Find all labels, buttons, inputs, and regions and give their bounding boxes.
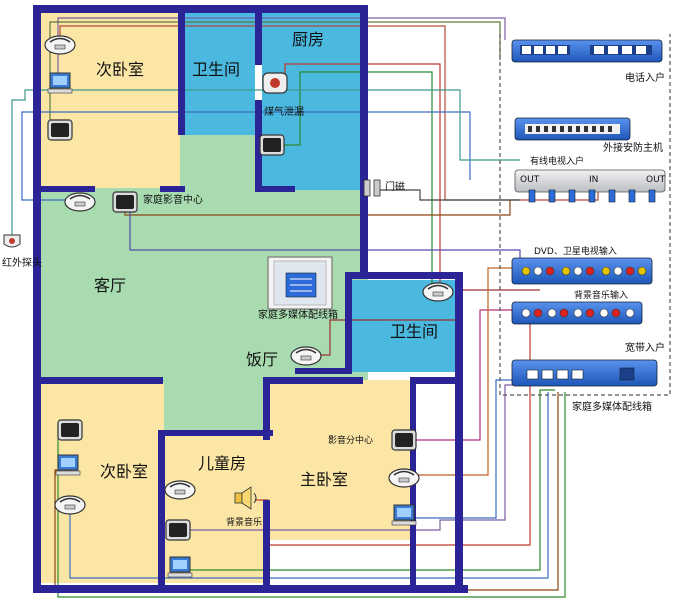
wall xyxy=(263,377,363,384)
wall xyxy=(33,585,468,593)
tv-icon xyxy=(47,119,73,141)
media-box-icon xyxy=(267,256,333,310)
security-module xyxy=(514,117,631,141)
bg-music-input-label: 背景音乐输入 xyxy=(574,291,629,301)
phone-icon xyxy=(422,282,454,302)
tv-icon xyxy=(112,191,138,213)
splitter-out-left-label: OUT xyxy=(520,175,540,185)
phone-module xyxy=(511,39,663,63)
room-label-bathroom-top: 卫生间 xyxy=(192,60,241,79)
gas-leak-label: 煤气泄漏 xyxy=(264,107,304,118)
splitter-out-right-label: OUT xyxy=(646,175,666,185)
master-floor xyxy=(268,380,410,540)
wall xyxy=(158,430,165,590)
wall xyxy=(360,5,368,275)
computer-icon xyxy=(47,72,73,94)
home-theater-label: 家庭影音中心 xyxy=(143,195,203,206)
phone-icon xyxy=(64,192,96,212)
infrared-label: 红外探头 xyxy=(2,258,42,269)
bedroom-bottom-floor xyxy=(38,383,164,583)
wire xyxy=(59,25,599,201)
kitchen-floor xyxy=(262,10,360,190)
security-host-label: 外接安防主机 xyxy=(603,143,663,154)
phone-icon xyxy=(388,468,420,488)
av-sub-center-label: 影音分中心 xyxy=(328,436,374,446)
tv-icon xyxy=(391,429,417,451)
wall xyxy=(33,5,41,585)
door-magnet-icon xyxy=(363,179,381,197)
wall xyxy=(255,5,262,65)
media-box-title: 家庭多媒体配线箱 xyxy=(572,402,652,413)
wire xyxy=(11,89,520,240)
wall xyxy=(33,377,163,384)
splitter-in-label: IN xyxy=(589,175,599,185)
computer-icon xyxy=(167,556,193,578)
computer-icon xyxy=(55,454,81,476)
room-label-master-bedroom: 主卧室 xyxy=(300,470,349,489)
wall xyxy=(345,272,352,372)
wire xyxy=(21,111,471,201)
infrared-sensor-icon xyxy=(3,234,21,248)
bg-music-label: 背景音乐 xyxy=(226,518,263,528)
room-label-bedroom2-bottom: 次卧室 xyxy=(100,462,149,481)
tv-icon xyxy=(259,134,285,156)
computer-icon xyxy=(391,504,417,526)
door-magnet-label: 门磁 xyxy=(385,182,405,193)
wire xyxy=(69,392,549,579)
wall xyxy=(33,186,95,192)
floors xyxy=(38,10,456,583)
wall xyxy=(33,5,368,13)
wall xyxy=(163,430,273,436)
tv-icon xyxy=(165,519,191,541)
room-label-dining: 饭厅 xyxy=(246,350,279,369)
wall xyxy=(178,5,185,135)
dvd-input-label: DVD、卫星电视输入 xyxy=(534,247,617,257)
wire xyxy=(190,384,545,531)
tv-icon xyxy=(57,419,83,441)
wall xyxy=(263,500,270,590)
broadband-in-label: 宽带入户 xyxy=(625,343,665,354)
wire xyxy=(405,379,530,519)
tv-splitter-module xyxy=(514,169,666,203)
network-module xyxy=(511,359,658,387)
wall xyxy=(255,186,295,192)
speaker-icon xyxy=(234,486,257,510)
phone-icon xyxy=(54,495,86,515)
media-box-label: 家庭多媒体配线箱 xyxy=(258,310,338,321)
wire xyxy=(275,71,433,295)
wire xyxy=(315,289,540,356)
room-label-bedroom2-top: 次卧室 xyxy=(96,60,145,79)
room-label-living: 客厅 xyxy=(94,276,127,295)
bathroom-top-floor xyxy=(185,10,255,135)
wall xyxy=(410,377,463,384)
phone-icon xyxy=(44,35,76,55)
room-label-kids-room: 儿童房 xyxy=(198,454,247,473)
wire xyxy=(499,34,671,396)
wire xyxy=(405,267,525,476)
wall xyxy=(295,368,352,374)
phone-icon xyxy=(290,346,322,366)
av-input-module xyxy=(511,257,653,285)
phone-icon xyxy=(164,480,196,500)
bg-music-module xyxy=(511,301,643,325)
wall xyxy=(263,380,270,440)
room-label-kitchen: 厨房 xyxy=(292,30,325,49)
wall xyxy=(160,186,185,192)
wall xyxy=(255,100,262,190)
wall xyxy=(455,275,463,585)
wire xyxy=(375,189,520,201)
wire xyxy=(190,389,555,571)
cable-tv-in-label: 有线电视入户 xyxy=(530,157,585,167)
wall xyxy=(345,272,463,279)
gas-detector-icon xyxy=(262,72,288,94)
room-label-bathroom-right: 卫生间 xyxy=(390,322,439,341)
phone-in-label: 电话入户 xyxy=(625,73,665,84)
